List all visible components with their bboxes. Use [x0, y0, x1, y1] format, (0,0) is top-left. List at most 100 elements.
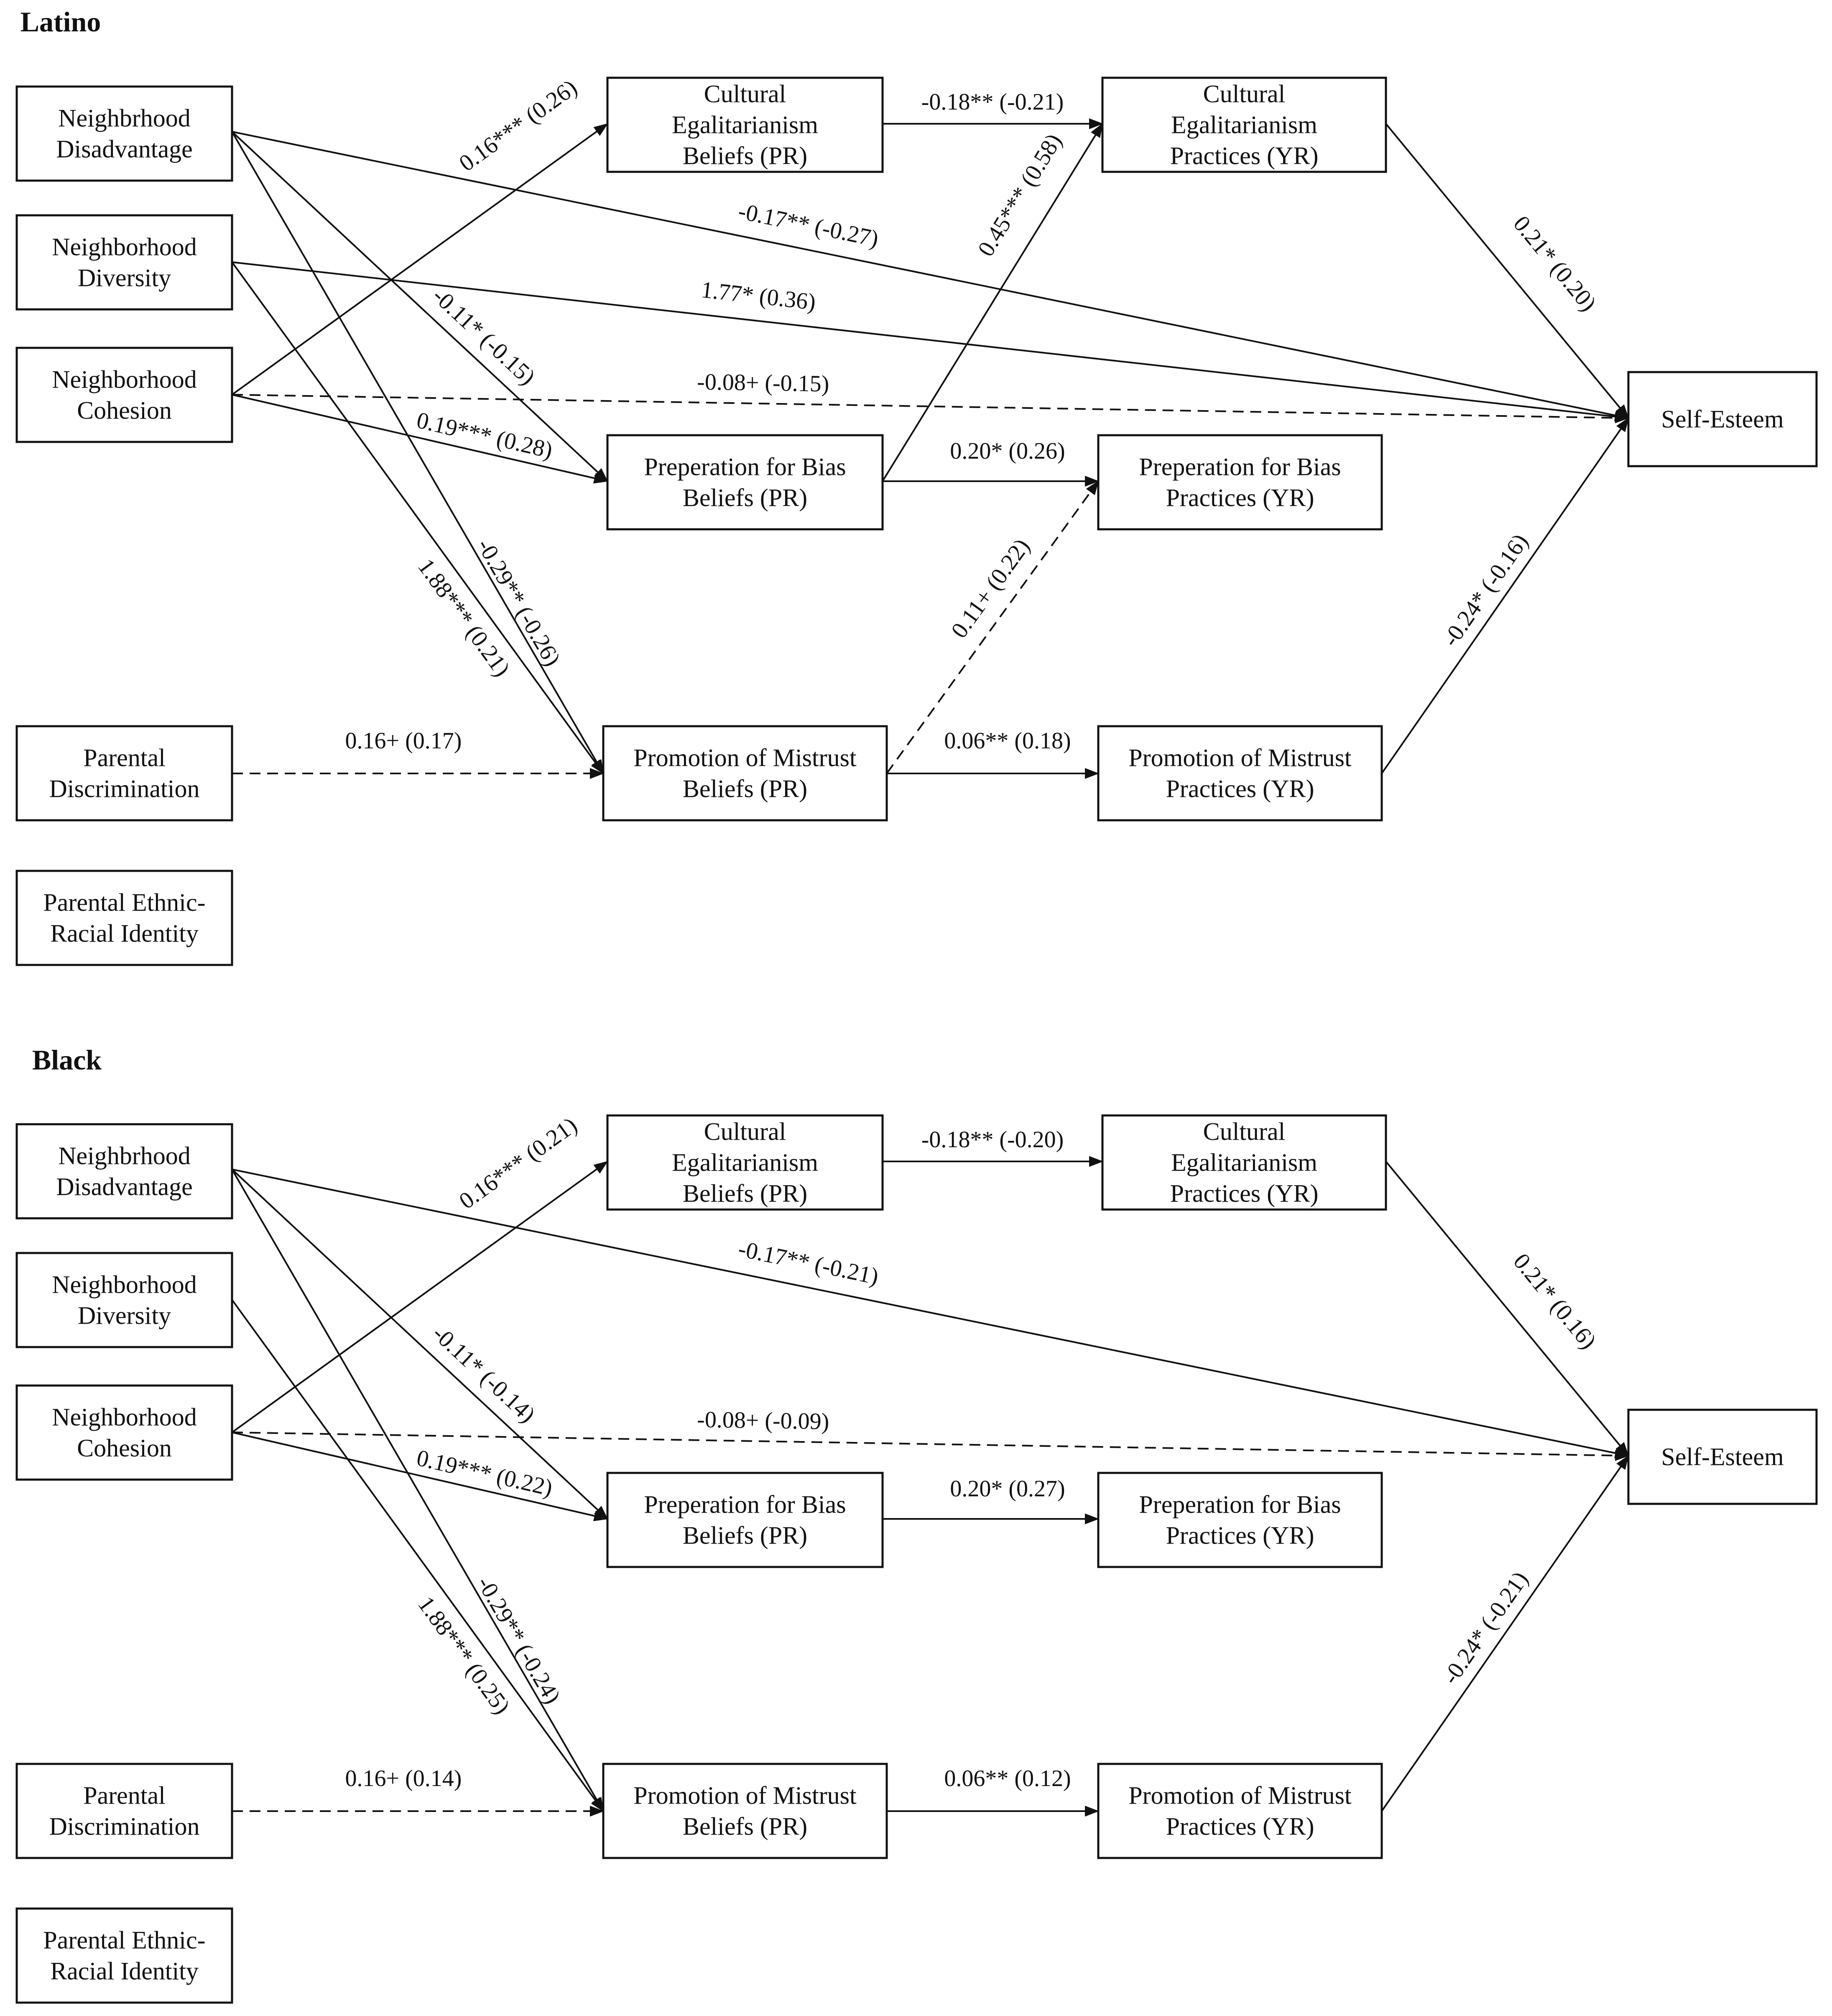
node-label-line: Preperation for Bias	[644, 453, 846, 481]
node-label-line: Practices (YR)	[1166, 1813, 1314, 1840]
edges: -0.18** (-0.21) 0.16*** (0.26) -0.17** (-0…	[231, 74, 1629, 779]
path-arrow-nc-to-pbb	[232, 1432, 608, 1521]
node-label-line: Practices (YR)	[1166, 775, 1314, 803]
node-box	[15, 1252, 233, 1348]
path-arrow-pmp-to-se	[1381, 1455, 1629, 1812]
node-box	[15, 214, 233, 311]
node-box	[15, 1123, 233, 1220]
node-box	[15, 1384, 233, 1481]
node-label-line: Cohesion	[77, 397, 172, 424]
path-arrow-nc-to-pbb	[232, 394, 608, 484]
path-arrow-ndiv-to-pmb	[231, 1299, 604, 1812]
path-coefficient-label: -0.24* (-0.16)	[1438, 529, 1533, 651]
node-box	[15, 347, 233, 443]
path-coefficient-label: 0.21* (0.16)	[1508, 1249, 1601, 1354]
path-coefficient-label: 0.16*** (0.26)	[454, 74, 582, 176]
path-coefficient-label: -0.17** (-0.27)	[736, 198, 881, 252]
node-label-line: Beliefs (PR)	[683, 1522, 807, 1549]
node-box	[1097, 1763, 1383, 1859]
path-arrow-cep-to-se	[1385, 123, 1629, 419]
path-coefficient-label: -0.11* (-0.15)	[427, 283, 540, 390]
node-label-line: Neighborhood	[52, 366, 197, 393]
node-label-line: Promotion of Mistrust	[1128, 1782, 1352, 1809]
edges: -0.18** (-0.20) 0.16*** (0.21) -0.17** (-0…	[231, 1112, 1629, 1817]
node-label-line: Preperation for Bias	[1139, 1491, 1341, 1518]
path-arrow-pbb-to-cep	[882, 123, 1103, 482]
node-box	[606, 77, 884, 173]
node-label-line: Neighborhood	[52, 233, 197, 261]
nodes: NeighbrhoodDisadvantageNeighborhoodDiver…	[15, 1114, 1818, 2004]
path-coefficient-label: -0.08+ (-0.09)	[697, 1407, 829, 1435]
path-coefficient-label: 0.19*** (0.28)	[414, 407, 555, 464]
node-peri: Parental Ethnic-Racial Identity	[15, 870, 233, 966]
node-label-line: Promotion of Mistrust	[633, 744, 857, 772]
path-coefficient-label: 0.20* (0.26)	[950, 438, 1065, 464]
path-coefficient-label: 0.16+ (0.14)	[345, 1766, 462, 1791]
node-box	[606, 1114, 884, 1211]
node-label-line: Egalitarianism	[1171, 1149, 1317, 1176]
node-label-line: Egalitarianism	[1171, 111, 1317, 139]
path-arrow-nc-to-ceb	[231, 123, 608, 396]
node-box	[1627, 1409, 1818, 1505]
node-label-line: Disadvantage	[56, 135, 193, 163]
path-coefficient-label: -0.11* (-0.14)	[427, 1320, 540, 1428]
path-coefficient-label: -0.24* (-0.21)	[1438, 1567, 1533, 1689]
panel-latino: Latino-0.18** (-0.21)0.16*** (0.26)-0.17…	[15, 6, 1818, 966]
node-label-line: Promotion of Mistrust	[633, 1782, 857, 1809]
node-se: Self-Esteem	[1627, 371, 1818, 467]
node-label-line: Diversity	[78, 264, 171, 292]
path-coefficient-label: -0.17** (-0.21)	[736, 1236, 881, 1290]
node-label-line: Neighbrhood	[58, 1142, 191, 1170]
node-label-line: Beliefs (PR)	[683, 142, 807, 170]
node-label-line: Discrimination	[49, 1813, 200, 1840]
node-label-line: Cohesion	[77, 1434, 172, 1462]
node-box	[606, 1472, 884, 1568]
node-se: Self-Esteem	[1627, 1409, 1818, 1505]
path-arrow-nd-to-se	[232, 1169, 1629, 1459]
path-coefficient-label: 0.16*** (0.21)	[454, 1112, 582, 1214]
node-box	[1627, 371, 1818, 467]
node-label-line: Self-Esteem	[1661, 1443, 1784, 1471]
node-box	[1097, 725, 1383, 822]
node-label-line: Diversity	[78, 1302, 171, 1330]
node-label-line: Beliefs (PR)	[683, 484, 807, 512]
node-box	[606, 434, 884, 531]
node-box	[15, 725, 233, 822]
path-coefficient-label: -0.18** (-0.21)	[921, 89, 1064, 115]
node-label-line: Practices (YR)	[1166, 484, 1314, 512]
node-label-line: Cultural	[1203, 80, 1286, 108]
node-label-line: Beliefs (PR)	[683, 775, 807, 803]
node-label-line: Neighborhood	[52, 1404, 197, 1431]
node-label-line: Parental Ethnic-	[43, 1927, 205, 1954]
path-coefficient-label: -0.18** (-0.20)	[921, 1127, 1064, 1153]
node-label-line: Egalitarianism	[672, 111, 818, 139]
node-label-line: Practices (YR)	[1170, 1180, 1319, 1207]
node-label-line: Preperation for Bias	[1139, 453, 1341, 481]
node-box	[15, 870, 233, 966]
node-label-line: Cultural	[1203, 1118, 1286, 1146]
path-arrow-ndiv-to-pmb	[231, 261, 604, 774]
node-label-line: Discrimination	[49, 775, 200, 803]
nodes: NeighbrhoodDisadvantageNeighborhoodDiver…	[15, 77, 1818, 966]
node-label-line: Neighbrhood	[58, 105, 191, 132]
node-box	[602, 725, 888, 822]
node-label-line: Parental	[83, 1782, 166, 1809]
path-arrow-cep-to-se	[1385, 1161, 1629, 1457]
node-label-line: Egalitarianism	[672, 1149, 818, 1176]
